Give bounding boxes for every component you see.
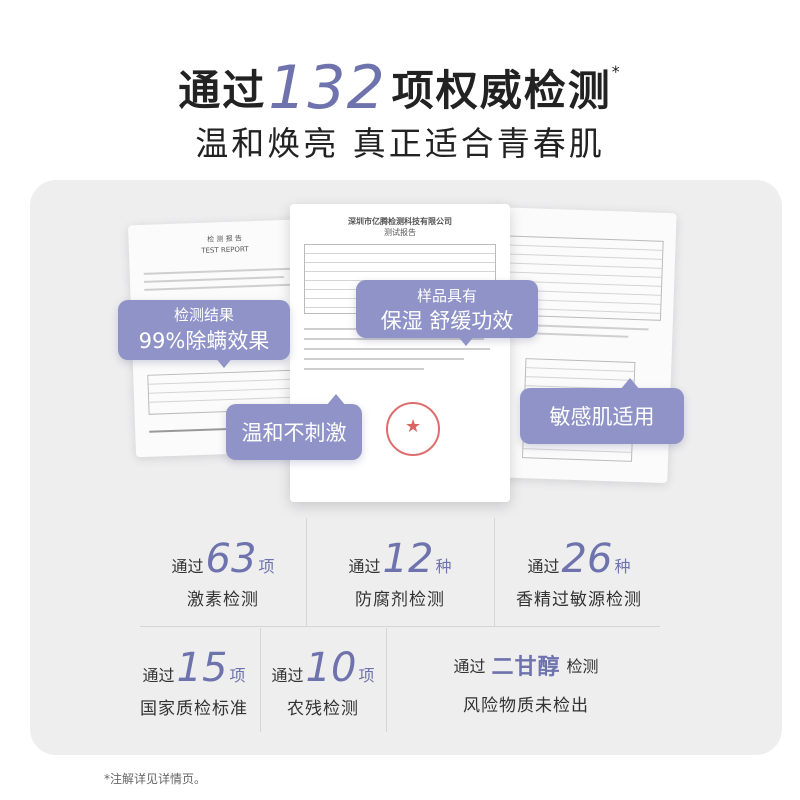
bubble-sample-value: 保湿 舒缓功效: [380, 309, 514, 333]
stat-number: 二甘醇: [491, 654, 561, 680]
stat-unit: 种: [435, 556, 452, 576]
bubble-tail: [214, 356, 234, 368]
grid-divider: [386, 628, 387, 732]
bubble-sample: 样品具有 保湿 舒缓功效: [356, 280, 538, 338]
bubble-sensitive: 敏感肌适用: [520, 388, 684, 444]
stat-national-standard: 通过 15 项 国家质检标准: [128, 634, 260, 730]
doc-text-line: [304, 368, 424, 370]
stat-prefix: 通过: [453, 656, 486, 676]
doc-text-line: [304, 338, 484, 340]
stat-desc: 风险物质未检出: [463, 695, 589, 716]
stat-prefix: 通过: [271, 665, 304, 685]
stat-unit: 项: [358, 665, 375, 685]
stat-desc: 国家质检标准: [140, 698, 248, 719]
stat-prefix: 通过: [348, 556, 381, 576]
stat-prefix: 通过: [527, 556, 560, 576]
stat-unit: 项: [258, 556, 275, 576]
stat-number: 12: [382, 535, 434, 582]
stat-unit: 检测: [566, 656, 599, 676]
grid-divider: [306, 518, 307, 626]
bubble-tail: [326, 394, 346, 406]
stat-diethylene-glycol: 通过 二甘醇 检测 风险物质未检出: [386, 634, 666, 730]
hero-title-mark: *: [611, 62, 622, 81]
stat-desc: 激素检测: [187, 589, 259, 610]
stat-prefix: 通过: [171, 556, 204, 576]
stat-unit: 项: [229, 665, 246, 685]
stat-fragrance: 通过 26 种 香精过敏源检测: [494, 524, 664, 622]
bubble-efficacy-label: 检测结果: [173, 306, 234, 324]
stat-number: 15: [176, 644, 228, 691]
stat-number: 10: [305, 644, 357, 691]
stat-unit: 种: [614, 556, 631, 576]
bubble-tail: [620, 378, 640, 390]
hero-title-number: 132: [268, 53, 386, 123]
footnote: *注解详见详情页。: [104, 772, 207, 786]
stat-desc: 香精过敏源检测: [516, 589, 642, 610]
stat-desc: 防腐剂检测: [355, 589, 445, 610]
bubble-tail: [456, 334, 476, 346]
doc-text-line: [143, 276, 284, 283]
stat-prefix: 通过: [142, 665, 175, 685]
doc-center-title: 深圳市亿腾检测科技有限公司: [348, 217, 452, 226]
stat-hormone: 通过 63 项 激素检测: [140, 524, 306, 622]
bubble-sample-label: 样品具有: [416, 287, 477, 305]
red-seal-stamp: [386, 402, 440, 456]
doc-text-line: [304, 358, 464, 360]
grid-divider: [260, 628, 261, 732]
doc-text-line: [144, 283, 295, 291]
stat-desc: 农残检测: [287, 698, 359, 719]
grid-divider: [140, 626, 660, 627]
stat-pesticide: 通过 10 项 农残检测: [260, 634, 386, 730]
bubble-efficacy-value: 99%除螨效果: [138, 329, 270, 353]
hero-title: 通过 132 项权威检测 *: [0, 48, 800, 118]
hero-title-suffix: 项权威检测: [391, 66, 612, 115]
bubble-mild: 温和不刺激: [226, 404, 362, 460]
doc-text-line: [143, 267, 304, 275]
hero-title-prefix: 通过: [178, 66, 267, 115]
doc-text-line: [304, 348, 490, 350]
stat-number: 26: [561, 535, 613, 582]
grid-divider: [494, 518, 495, 626]
hero-subtitle: 温和焕亮 真正适合青春肌: [195, 124, 605, 163]
doc-center-subtitle: 测试报告: [384, 228, 416, 237]
stat-number: 63: [205, 535, 257, 582]
bubble-efficacy: 检测结果 99%除螨效果: [118, 300, 290, 360]
stat-preservative: 通过 12 种 防腐剂检测: [306, 524, 494, 622]
